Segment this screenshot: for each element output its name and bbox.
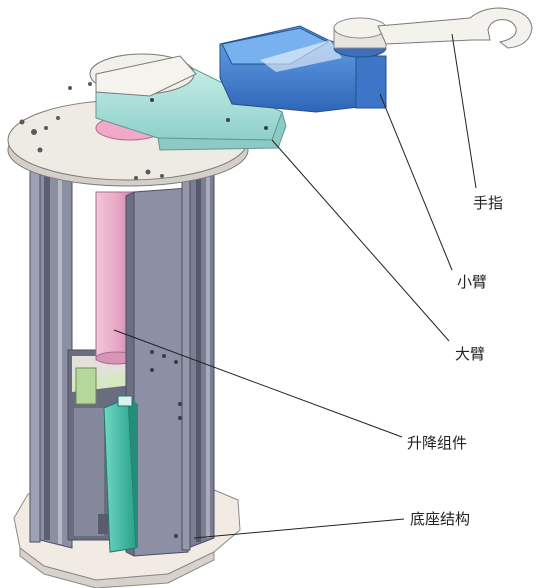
leader-forearm (379, 93, 453, 271)
lift-front-plate (125, 187, 189, 557)
label-upper-arm: 大臂 (455, 345, 486, 363)
callout-lines (113, 33, 477, 539)
wrist (333, 17, 387, 58)
leader-upper-arm (271, 139, 450, 342)
label-lift-assembly: 升降组件 (407, 434, 468, 452)
leader-finger (451, 33, 477, 189)
label-forearm: 小臂 (457, 273, 488, 291)
label-finger: 手指 (473, 194, 504, 212)
leader-lift (113, 329, 403, 438)
label-base-structure: 底座结构 (410, 510, 471, 528)
leader-base (193, 518, 405, 539)
upper-arm (89, 53, 287, 151)
lift-carriage (98, 395, 138, 553)
finger-gripper (377, 7, 533, 49)
